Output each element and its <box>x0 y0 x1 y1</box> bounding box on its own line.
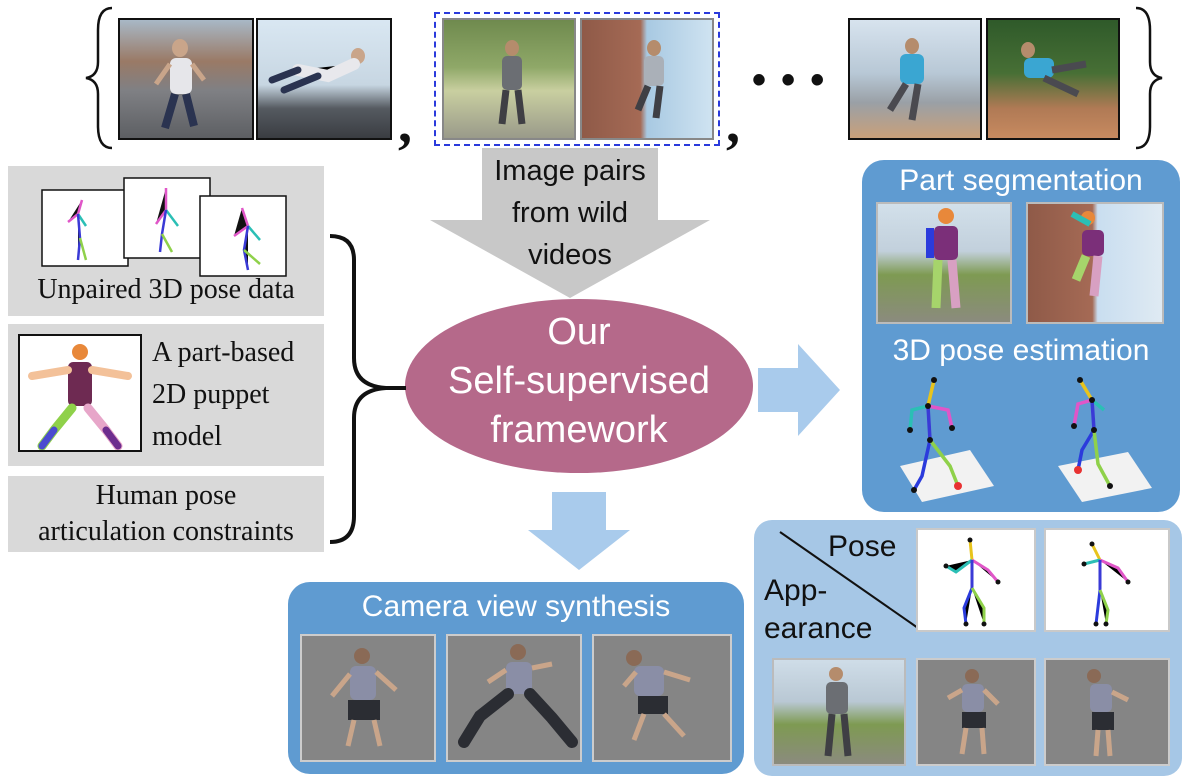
pose-cards <box>41 177 287 277</box>
transfer-result-1 <box>916 658 1036 766</box>
unpaired-pose-box: Unpaired 3D pose data <box>8 166 324 316</box>
puppet-label-line-3: model <box>152 421 222 452</box>
input-label-line-2: from wild <box>511 197 628 229</box>
down-arrow-blue-icon <box>528 492 630 570</box>
constraints-label-line-2: articulation constraints <box>38 516 294 547</box>
camera-view-panel: Camera view synthesis <box>288 582 744 774</box>
photo-parkour-3a <box>848 18 982 140</box>
constraints-label: Human pose articulation constraints <box>8 478 324 550</box>
puppet-label-line-2: 2D puppet <box>152 379 270 410</box>
right-arrow-icon <box>758 344 840 436</box>
framework-label: Our Self-supervised framework <box>402 308 756 455</box>
right-brace-icon <box>1135 6 1163 150</box>
comma-1: , <box>398 93 412 155</box>
appearance-label-line-2: earance <box>764 612 873 645</box>
photo-pair-a <box>442 18 576 140</box>
top-braces <box>85 6 1163 150</box>
highlighted-pair-box <box>434 12 720 146</box>
pose-est-title: 3D pose estimation <box>892 334 1150 367</box>
framework-label-line-3: framework <box>490 409 668 451</box>
framework-label-line-1: Our <box>547 311 611 353</box>
synth-view-1 <box>300 634 436 762</box>
photo-parkour-3b <box>986 18 1120 140</box>
appearance-source <box>772 658 906 766</box>
synth-view-3 <box>592 634 732 762</box>
input-label: Image pairs from wild videos <box>470 150 670 276</box>
synth-view-2 <box>446 634 582 762</box>
puppet-label: A part-based 2D puppet model <box>152 332 294 458</box>
pose-sample-2 <box>1044 528 1170 632</box>
puppet-model-box: A part-based 2D puppet model <box>8 324 324 466</box>
input-label-line-3: videos <box>528 239 612 271</box>
down-arrow-icon <box>430 148 710 298</box>
pose-3d-illustrations <box>900 377 1152 502</box>
transfer-result-2 <box>1044 658 1170 766</box>
comma-2: , <box>726 93 740 155</box>
left-brace-icon <box>85 6 113 150</box>
pose-label: Pose <box>828 530 897 563</box>
segmentation-image-a <box>876 202 1012 324</box>
diagonal-divider <box>779 531 919 629</box>
pose-sample-1 <box>916 528 1036 632</box>
camera-view-title: Camera view synthesis <box>361 590 671 623</box>
segmentation-image-b <box>1026 202 1164 324</box>
puppet-illustration <box>18 334 142 452</box>
part-seg-title: Part segmentation <box>899 164 1143 197</box>
ellipsis: • • • <box>752 58 827 102</box>
framework-label-line-2: Self-supervised <box>448 360 710 402</box>
photo-pair-b <box>580 18 714 140</box>
appearance-label: App- earance <box>764 572 872 648</box>
constraints-box: Human pose articulation constraints <box>8 476 324 552</box>
unpaired-label: Unpaired 3D pose data <box>37 274 295 305</box>
side-brace-icon <box>329 234 406 544</box>
photo-parkour-1b <box>256 18 392 140</box>
appearance-label-line-1: App- <box>764 574 828 607</box>
pose-appearance-panel: Pose App- earance <box>754 520 1182 776</box>
framework-ellipse <box>405 299 753 473</box>
puppet-label-line-1: A part-based <box>152 337 295 368</box>
results-panel: Part segmentation 3D pose estimation <box>862 160 1180 512</box>
constraints-label-line-1: Human pose <box>95 480 237 511</box>
input-label-line-1: Image pairs <box>494 155 646 187</box>
photo-parkour-1a <box>118 18 254 140</box>
